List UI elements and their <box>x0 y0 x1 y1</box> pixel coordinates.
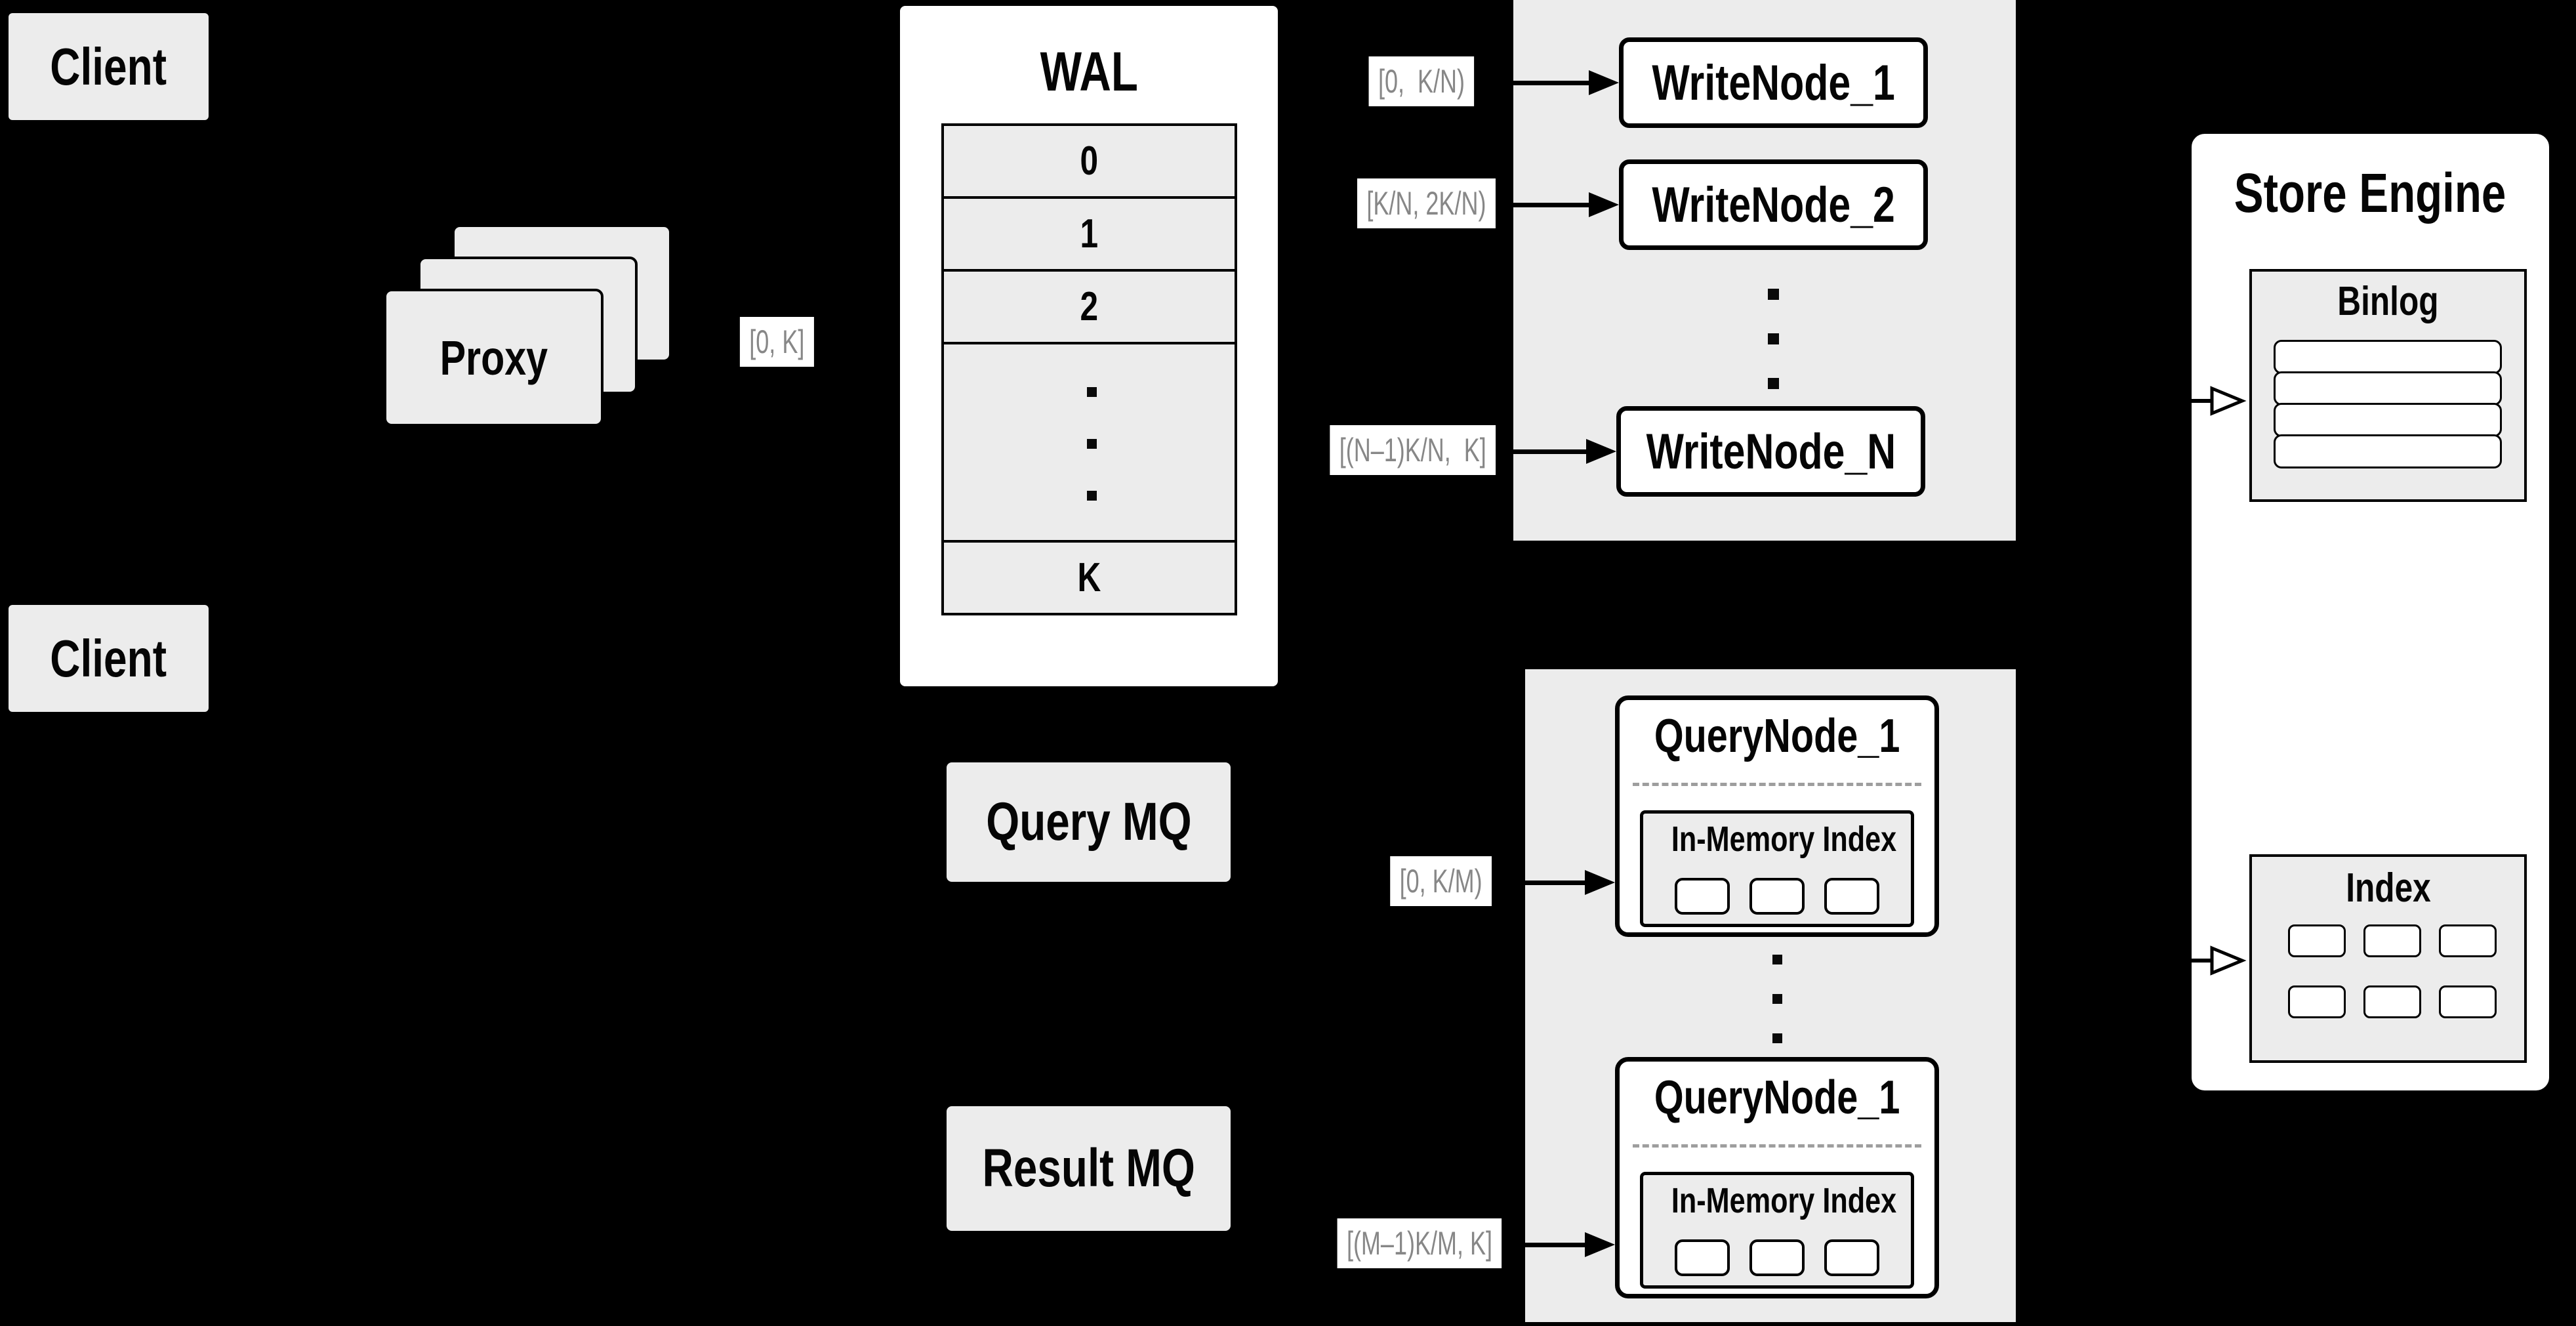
ellipsis-dot <box>1768 289 1779 300</box>
ellipsis-dot <box>1087 439 1097 449</box>
client-box-bottom: Client <box>9 605 209 712</box>
index-segment <box>2288 985 2346 1018</box>
index-box: Index <box>2249 854 2527 1063</box>
wal-row-k: K <box>941 540 1237 615</box>
binlog-title: Binlog <box>2337 279 2439 324</box>
in-memory-index-box: In-Memory Index <box>1640 1172 1914 1289</box>
wal-container: WAL 0 1 2 K <box>897 3 1280 689</box>
write-node-2: WriteNode_2 <box>1619 159 1928 250</box>
arrow-write2-head <box>1589 192 1619 217</box>
segment-square <box>1824 878 1879 915</box>
arrow-write1-head <box>1589 70 1619 95</box>
arrow-querytop-shaft <box>1496 881 1585 885</box>
query-node-title: QueryNode_1 <box>1654 1071 1900 1124</box>
store-engine-container: Store Engine Binlog Index <box>2189 131 2552 1093</box>
segment-square <box>1675 878 1730 915</box>
store-engine-title: Store Engine <box>2234 162 2506 224</box>
dashed-divider <box>1633 1144 1921 1148</box>
dashed-divider <box>1633 783 1921 786</box>
ellipsis-dot <box>1768 378 1779 389</box>
wal-row-ellipsis <box>941 342 1237 543</box>
client-box-top: Client <box>9 13 209 120</box>
arrow-write1-shaft <box>1479 81 1589 85</box>
index-segment <box>2363 924 2421 957</box>
query-node-top: QueryNode_1 In-Memory Index <box>1615 695 1939 937</box>
segment-square <box>1824 1239 1879 1276</box>
ellipsis-dot <box>1087 491 1097 501</box>
ellipsis-dot <box>1772 994 1782 1004</box>
write-node-n: WriteNode_N <box>1616 406 1925 497</box>
in-memory-index-title: In-Memory Index <box>1671 1181 1897 1220</box>
binlog-segment <box>2274 340 2502 374</box>
segment-squares <box>1643 878 1911 915</box>
segment-square <box>1675 1239 1730 1276</box>
in-memory-index-title: In-Memory Index <box>1671 819 1897 859</box>
segment-squares <box>1643 1239 1911 1276</box>
wal-row-1: 1 <box>941 196 1237 272</box>
index-segment <box>2288 924 2346 957</box>
edge-label-write2: [K/N, 2K/N) <box>1357 178 1496 228</box>
wal-title: WAL <box>1040 41 1138 102</box>
index-arrow <box>2119 945 2247 976</box>
segment-square <box>1749 878 1805 915</box>
index-segment <box>2439 985 2497 1018</box>
ellipsis-dot <box>1768 333 1779 344</box>
binlog-segment <box>2274 371 2502 405</box>
index-segment <box>2363 985 2421 1018</box>
proxy-card-front: Proxy <box>384 289 603 426</box>
query-node-bottom: QueryNode_1 In-Memory Index <box>1615 1057 1939 1298</box>
binlog-arrow <box>2119 386 2247 416</box>
arrow-querybottom-shaft <box>1505 1243 1585 1247</box>
edge-label-querybottom: [(M–1)K/M, K] <box>1337 1218 1502 1268</box>
index-title: Index <box>2345 865 2431 911</box>
wal-table: 0 1 2 K <box>941 123 1237 615</box>
arrow-querybottom-head <box>1585 1232 1615 1257</box>
index-segment <box>2439 924 2497 957</box>
ellipsis-dot <box>1772 955 1782 964</box>
edge-label-writen: [(N–1)K/N, K] <box>1330 425 1496 475</box>
ellipsis-dot <box>1772 1033 1782 1043</box>
edge-label-querytop: [0, K/M) <box>1390 856 1492 906</box>
arrow-querytop-head <box>1585 870 1615 895</box>
binlog-box: Binlog <box>2249 269 2527 502</box>
result-mq-box: Result MQ <box>947 1106 1231 1231</box>
edge-label-proxy-wal: [0, K] <box>740 317 814 367</box>
edge-label-write1: [0, K/N) <box>1368 56 1474 106</box>
query-mq-box: Query MQ <box>947 762 1231 882</box>
wal-row-0: 0 <box>941 123 1237 199</box>
arrow-write2-shaft <box>1499 203 1589 207</box>
binlog-segment <box>2274 403 2502 437</box>
write-node-1: WriteNode_1 <box>1619 37 1928 128</box>
arrow-writen-head <box>1586 439 1616 464</box>
query-node-title: QueryNode_1 <box>1654 710 1900 762</box>
in-memory-index-box: In-Memory Index <box>1640 810 1914 927</box>
arrow-writen-shaft <box>1499 449 1586 454</box>
binlog-segment <box>2274 434 2502 468</box>
segment-square <box>1749 1239 1805 1276</box>
wal-row-2: 2 <box>941 269 1237 344</box>
ellipsis-dot <box>1087 387 1097 397</box>
